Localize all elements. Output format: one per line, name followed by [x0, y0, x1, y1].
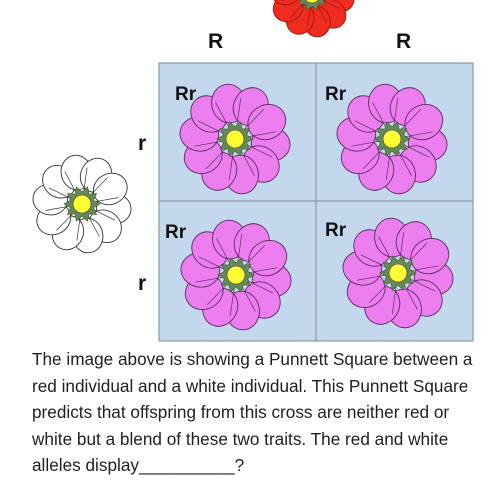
- flower-petals: [269, 0, 355, 38]
- pink-flower-icon: [342, 217, 454, 329]
- flower-petals: [180, 219, 292, 331]
- red-flower-icon: [269, 0, 355, 38]
- flower-center: [72, 194, 92, 214]
- petal-line: [206, 283, 228, 306]
- petal-line: [410, 265, 439, 272]
- petal-line: [215, 102, 230, 129]
- petal-line: [400, 108, 422, 131]
- petal-line: [64, 171, 77, 194]
- punnett-cell-1: Rr: [175, 83, 291, 195]
- flower-center: [388, 263, 408, 283]
- punnett-cell-4: Rr: [325, 217, 454, 329]
- flower-petals: [342, 217, 454, 329]
- petal-line: [372, 102, 387, 129]
- flower-petals: [336, 83, 448, 195]
- petal-line: [76, 216, 81, 241]
- petal-line: [397, 149, 412, 176]
- petal-line: [198, 256, 225, 270]
- pink-flower-icon: [179, 83, 291, 195]
- flower-petals: [179, 83, 291, 195]
- flower-petal: [269, 0, 301, 6]
- white-flower-icon: [32, 154, 132, 254]
- punnett-square-figure: R R r r Rr Rr Rr Rr: [32, 0, 474, 342]
- top-allele-2: R: [396, 30, 411, 53]
- petal-line: [229, 287, 235, 317]
- question-text: The image above is showing a Punnett Squ…: [32, 349, 473, 475]
- punnett-cell-2: Rr: [325, 83, 448, 195]
- petal-line: [56, 212, 74, 231]
- petal-line: [216, 238, 231, 265]
- petal-line: [354, 120, 381, 134]
- petal-line: [393, 97, 399, 127]
- pink-flower-icon: [180, 219, 292, 331]
- petal-line: [236, 97, 242, 127]
- flower-center: [305, 0, 319, 4]
- petal-line: [247, 280, 274, 294]
- petal-line: [228, 151, 234, 181]
- petal-line: [90, 177, 108, 196]
- petal-line: [404, 131, 433, 138]
- petal-line: [368, 281, 390, 304]
- petal-line: [391, 285, 397, 315]
- flower-sepals: [298, 0, 326, 11]
- flower-petals: [32, 154, 132, 254]
- petal-line: [248, 267, 277, 274]
- petal-line: [241, 285, 256, 312]
- petal-line: [197, 120, 224, 134]
- flower-petal: [247, 104, 287, 141]
- side-allele-1: r: [138, 132, 146, 155]
- petal-line: [406, 242, 428, 265]
- petal-line: [360, 254, 387, 268]
- flower-center: [382, 129, 402, 149]
- flower-petal: [410, 238, 450, 275]
- petal-line: [357, 274, 386, 281]
- punnett-cell-3: Rr: [165, 219, 292, 331]
- petal-line: [237, 233, 243, 263]
- petal-line: [94, 197, 119, 203]
- petal-line: [290, 2, 305, 18]
- petal-line: [244, 244, 266, 267]
- flower-petal: [248, 240, 288, 277]
- petal-line: [45, 205, 70, 211]
- flower-center: [226, 265, 246, 285]
- flower-center: [225, 129, 245, 149]
- petal-line: [403, 144, 430, 158]
- petal-line: [403, 283, 418, 310]
- pink-flower-icon: [336, 83, 448, 195]
- petal-line: [399, 231, 405, 261]
- petal-line: [247, 131, 276, 138]
- petal-line: [246, 144, 273, 158]
- petal-line: [195, 276, 224, 283]
- top-allele-1: R: [208, 30, 223, 53]
- petal-line: [385, 151, 391, 181]
- petal-line: [83, 167, 88, 192]
- petal-line: [378, 236, 393, 263]
- flower-petal: [404, 104, 444, 141]
- petal-line: [409, 278, 436, 292]
- petal-line: [321, 0, 341, 9]
- petal-line: [351, 140, 380, 147]
- petal-line: [48, 187, 71, 199]
- petal-line: [362, 147, 384, 170]
- petal-line: [243, 108, 265, 131]
- petal-line: [93, 209, 116, 221]
- petal-line: [240, 149, 255, 176]
- cell-genotype: Rr: [325, 220, 347, 241]
- petal-line: [307, 6, 311, 26]
- cell-genotype: Rr: [325, 84, 347, 105]
- cell-genotype: Rr: [165, 222, 187, 243]
- cell-genotype: Rr: [175, 84, 197, 105]
- petal-line: [194, 140, 223, 147]
- petal-line: [87, 214, 100, 237]
- petal-line: [316, 4, 327, 23]
- side-allele-2: r: [138, 272, 146, 295]
- petal-line: [205, 147, 227, 170]
